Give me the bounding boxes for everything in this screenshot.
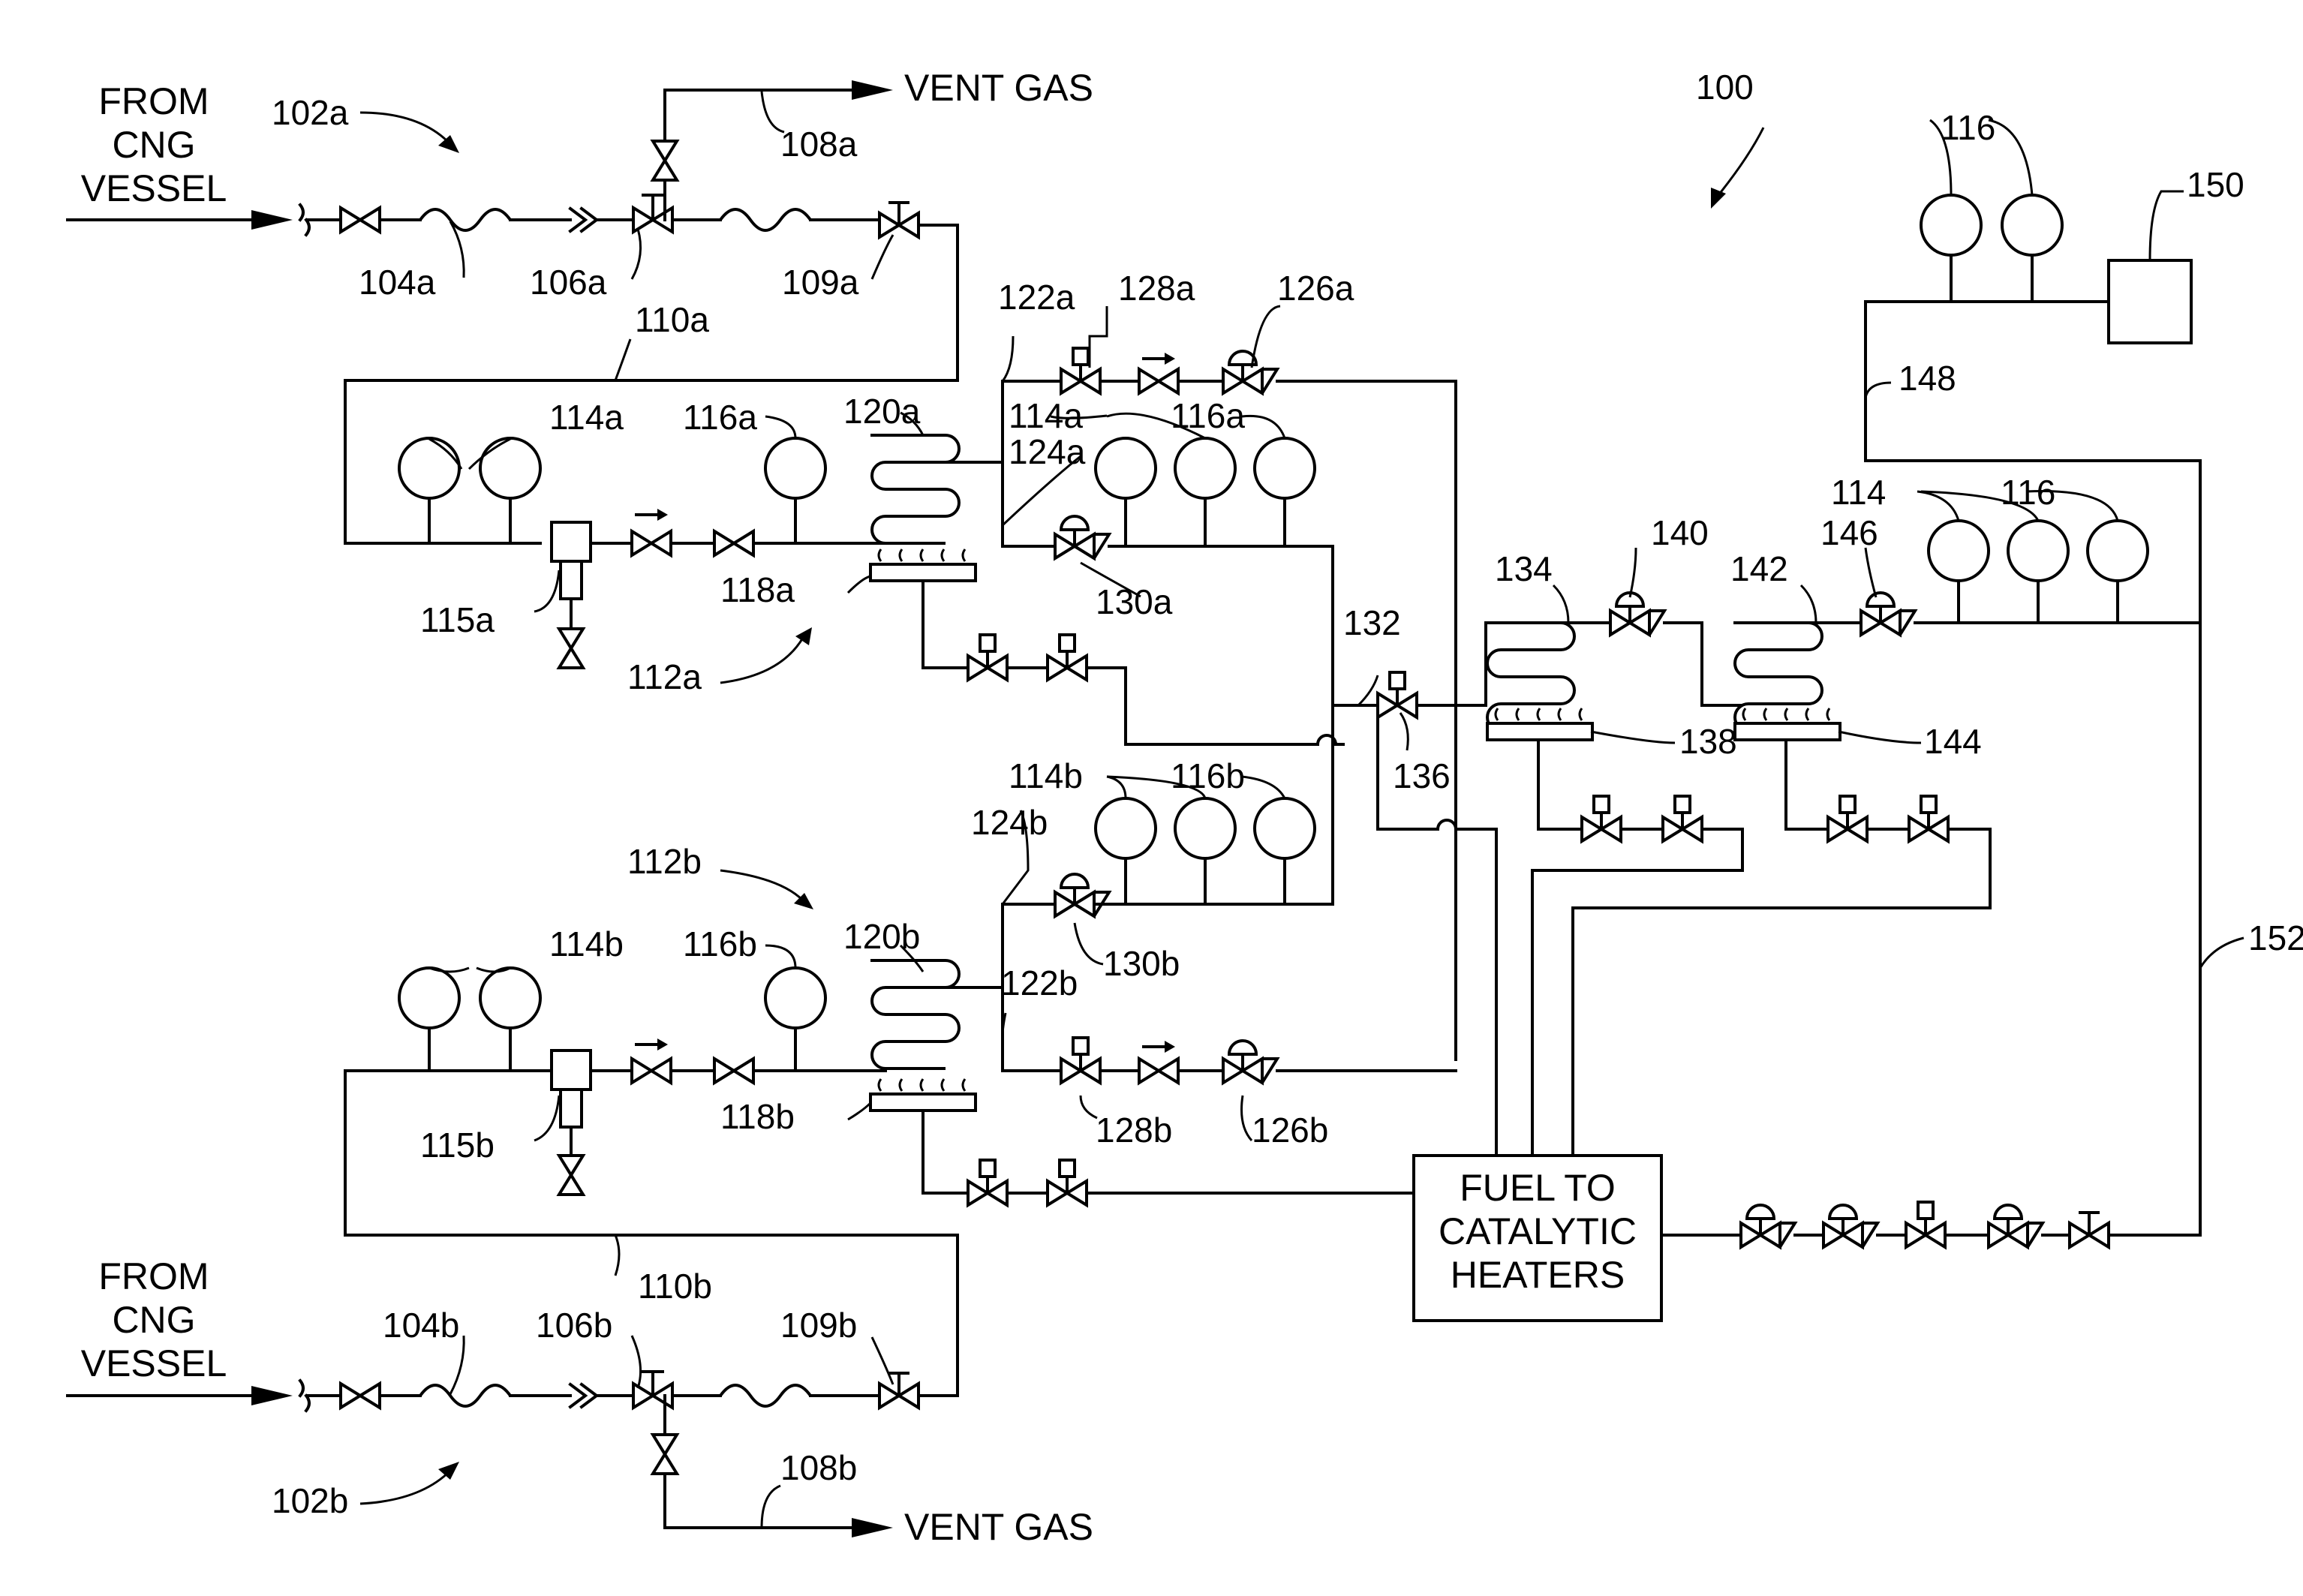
ref-112a: 112a [627, 657, 702, 696]
ref-114a-left: 114a [549, 398, 624, 437]
ref-130a: 130a [1096, 582, 1173, 621]
ref-142: 142 [1730, 549, 1788, 588]
inlet-label-bottom-line2: CNG [112, 1299, 195, 1341]
ref-104a: 104a [359, 263, 436, 302]
fuel-box-label: FUEL TO CATALYTIC HEATERS [1439, 1167, 1637, 1296]
ref-116b-right: 116b [1171, 756, 1245, 795]
ref-116-top: 116 [1941, 108, 1995, 147]
ref-122b: 122b [1001, 963, 1078, 1002]
ref-116a-right: 116a [1171, 396, 1245, 435]
ref-124a: 124a [1009, 432, 1086, 471]
ref-116a-left: 116a [683, 398, 757, 437]
ref-114b-right: 114b [1009, 756, 1083, 795]
inlet-label-top: FROM CNG VESSEL [81, 80, 227, 209]
inlet-label-bottom-line1: FROM [98, 1255, 209, 1297]
ref-110a: 110a [635, 300, 709, 339]
ref-109b: 109b [780, 1306, 857, 1345]
ref-110b: 110b [638, 1267, 712, 1306]
ref-114: 114 [1831, 473, 1886, 512]
header-148-152 [1866, 195, 2200, 1235]
heater-block-142 [1733, 521, 2200, 841]
ref-144: 144 [1924, 722, 1982, 761]
ref-118a: 118a [720, 570, 795, 609]
inlet-label-top-line2: CNG [112, 124, 195, 166]
ref-102a: 102a [272, 93, 349, 132]
ref-102b: 102b [272, 1481, 348, 1520]
ref-148: 148 [1899, 359, 1956, 398]
ref-152: 152 [2248, 918, 2303, 957]
ref-108b: 108b [780, 1448, 857, 1487]
ref-124b: 124b [971, 803, 1048, 842]
ref-122a: 122a [998, 278, 1075, 317]
ref-136: 136 [1393, 756, 1451, 795]
ref-130b: 130b [1103, 944, 1180, 983]
ref-126a: 126a [1277, 269, 1354, 308]
ref-106a: 106a [530, 263, 607, 302]
inlet-label-bottom-line3: VESSEL [81, 1342, 227, 1384]
ref-140: 140 [1651, 513, 1709, 552]
fuel-box-line3: HEATERS [1451, 1254, 1625, 1296]
vent-gas-label-top: VENT GAS [904, 67, 1093, 109]
figure-number: 100 [1696, 68, 1754, 107]
manifold-box-b [345, 960, 1414, 1235]
ref-150: 150 [2187, 165, 2244, 204]
ref-112b: 112b [627, 842, 702, 881]
inlet-label-top-line3: VESSEL [81, 167, 227, 209]
ref-114a-right: 114a [1009, 396, 1083, 435]
ref-104b: 104b [383, 1306, 459, 1345]
ref-146: 146 [1820, 513, 1878, 552]
fuel-box-line2: CATALYTIC [1439, 1210, 1637, 1252]
ref-128a: 128a [1118, 269, 1195, 308]
ref-134: 134 [1495, 549, 1553, 588]
ref-128b: 128b [1096, 1111, 1172, 1150]
ref-115a: 115a [420, 600, 495, 639]
ref-132: 132 [1343, 603, 1401, 642]
ref-126b: 126b [1252, 1111, 1328, 1150]
ref-116b-left: 116b [683, 924, 757, 963]
ref-116-mid: 116 [2001, 473, 2055, 512]
ref-114b-left: 114b [549, 924, 624, 963]
inlet-label-top-line1: FROM [98, 80, 209, 122]
vent-gas-label-bottom: VENT GAS [904, 1506, 1093, 1548]
junction-132 [1333, 672, 1990, 1156]
fuel-box-line1: FUEL TO [1460, 1167, 1615, 1209]
ref-120b: 120b [843, 917, 920, 956]
ref-120a: 120a [843, 392, 921, 431]
ref-108a: 108a [780, 125, 858, 164]
heater-block-134 [1486, 593, 1742, 841]
inlet-label-bottom: FROM CNG VESSEL [81, 1255, 227, 1384]
ref-109a: 109a [782, 263, 859, 302]
ref-118b: 118b [720, 1097, 795, 1136]
ref-106b: 106b [536, 1306, 612, 1345]
ref-115b: 115b [420, 1126, 495, 1165]
ref-138: 138 [1679, 722, 1737, 761]
